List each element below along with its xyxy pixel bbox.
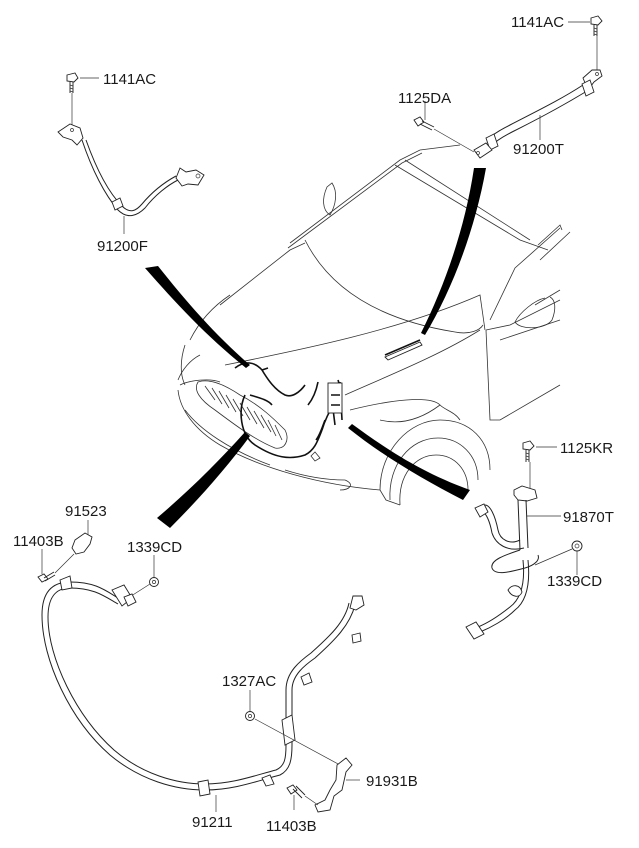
bolt-icon <box>522 440 535 462</box>
label-1327ac: 1327AC <box>222 673 276 690</box>
label-1141ac-left: 1141AC <box>103 71 156 88</box>
label-91200f: 91200F <box>97 238 148 255</box>
label-91931b: 91931B <box>366 773 418 790</box>
label-11403b-left: 11403B <box>13 533 64 550</box>
label-91200t: 91200T <box>513 141 564 158</box>
label-1141ac-right: 1141AC <box>511 14 564 31</box>
front-wiring-harness <box>234 339 421 459</box>
bolt-icon <box>590 15 603 36</box>
vehicle-illustration <box>177 144 571 506</box>
part-91211-group <box>41 575 365 812</box>
label-1339cd-right: 1339CD <box>547 573 602 590</box>
leader-band-91200t <box>421 168 486 335</box>
label-1125da: 1125DA <box>398 90 451 107</box>
bolt-icon <box>286 784 306 799</box>
bolt-icon <box>37 571 56 583</box>
part-91200t-group <box>413 15 603 159</box>
label-91870t: 91870T <box>563 509 614 526</box>
part-91870t-group <box>465 440 583 640</box>
leader-band-91870t <box>348 424 470 500</box>
leader-band-91211 <box>157 432 250 528</box>
part-91931b-group <box>245 690 360 813</box>
part-91523-group <box>37 520 159 599</box>
leader-band-91200f <box>145 266 250 368</box>
part-91200f-group <box>57 72 205 234</box>
cowl-cable-segment <box>384 341 423 361</box>
label-91523: 91523 <box>65 503 107 520</box>
label-1339cd-left: 1339CD <box>127 539 182 556</box>
label-91211: 91211 <box>192 814 233 831</box>
bolt-icon <box>413 116 435 131</box>
bolt-icon <box>66 72 79 93</box>
label-11403b-bottom: 11403B <box>266 818 317 835</box>
leader-bands <box>145 168 486 528</box>
label-1125kr: 1125KR <box>560 440 613 457</box>
